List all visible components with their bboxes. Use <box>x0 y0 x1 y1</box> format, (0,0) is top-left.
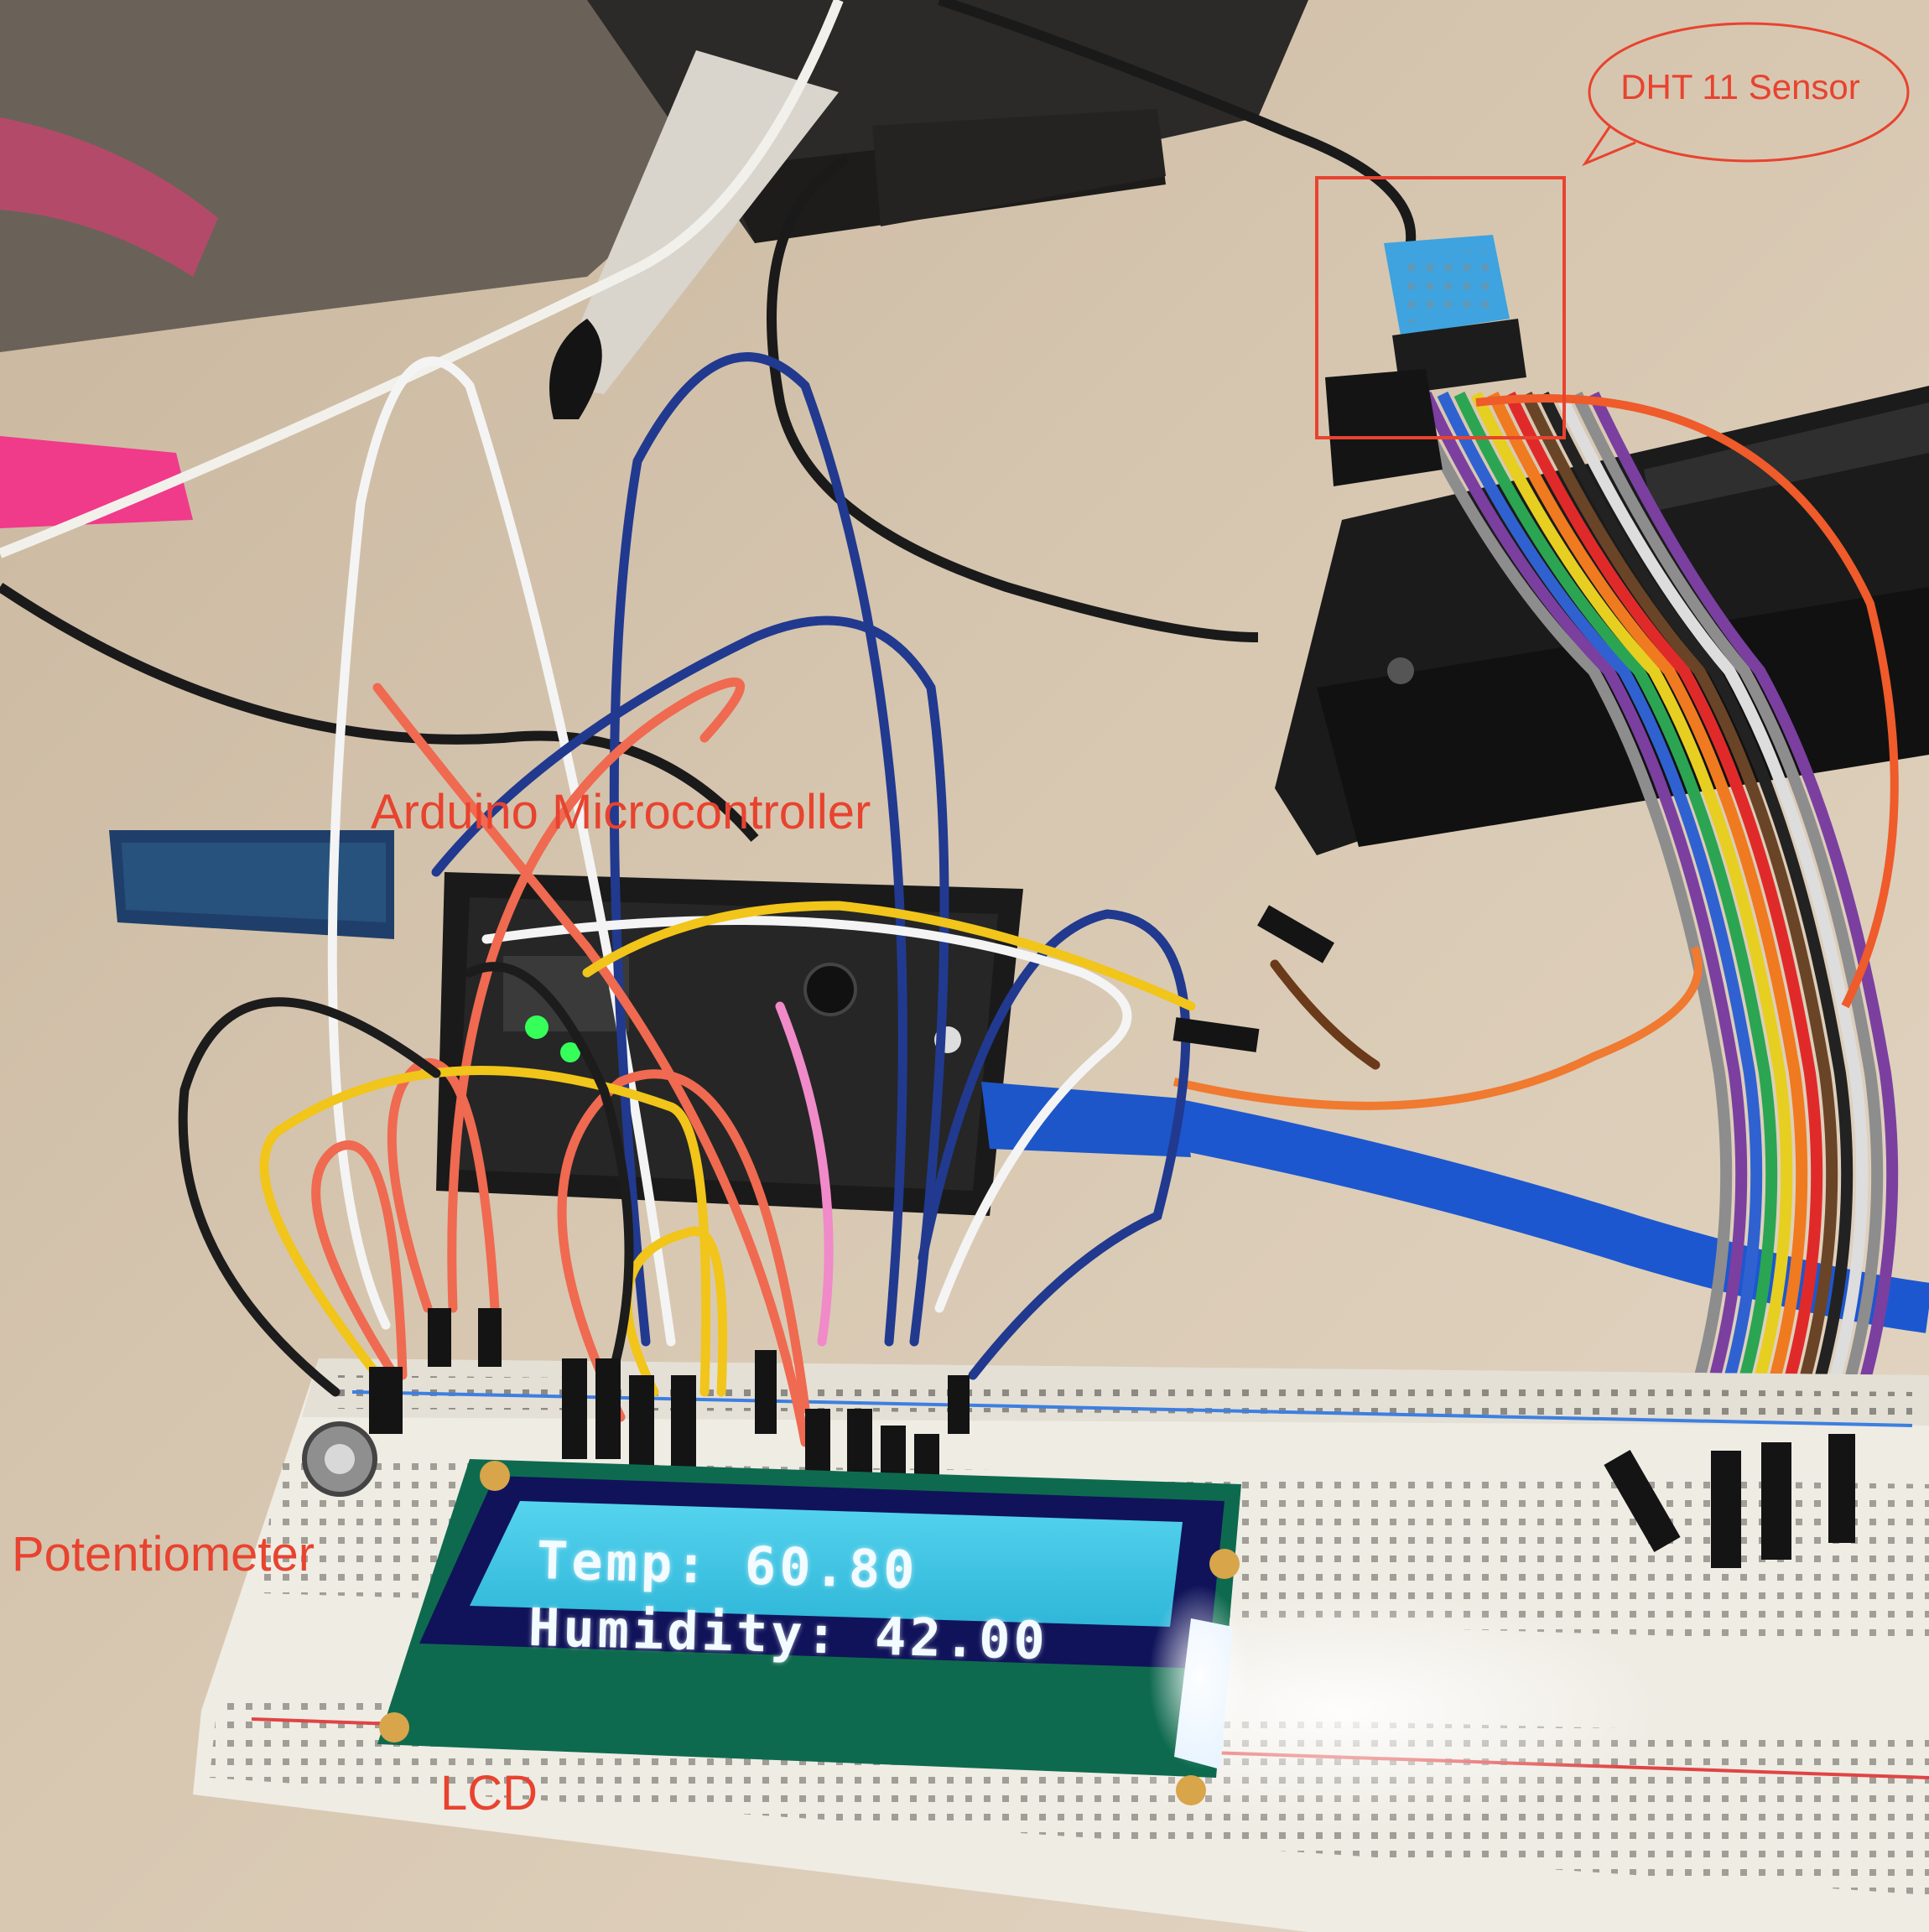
lcd-label: LCD <box>440 1766 538 1820</box>
jumper-plugs <box>369 905 1855 1568</box>
background-clutter <box>0 0 1929 855</box>
sensor-highlight-box <box>1315 176 1566 439</box>
ribbon-cable <box>1172 391 1899 1453</box>
potentiometer-label: Potentiometer <box>12 1527 315 1581</box>
annotation-overlays <box>1315 22 1910 439</box>
arduino-label: Arduino Microcontroller <box>371 785 871 839</box>
dht-sensor-label: DHT 11 Sensor <box>1620 67 1860 106</box>
potentiometer <box>302 1421 377 1497</box>
lcd-line-1: Temp: 60.80 <box>536 1530 919 1601</box>
lcd-module <box>377 1459 1250 1805</box>
dht11-sensor <box>1325 235 1526 486</box>
speech-bubble <box>1588 22 1910 163</box>
jumper-wires <box>178 352 1380 1447</box>
